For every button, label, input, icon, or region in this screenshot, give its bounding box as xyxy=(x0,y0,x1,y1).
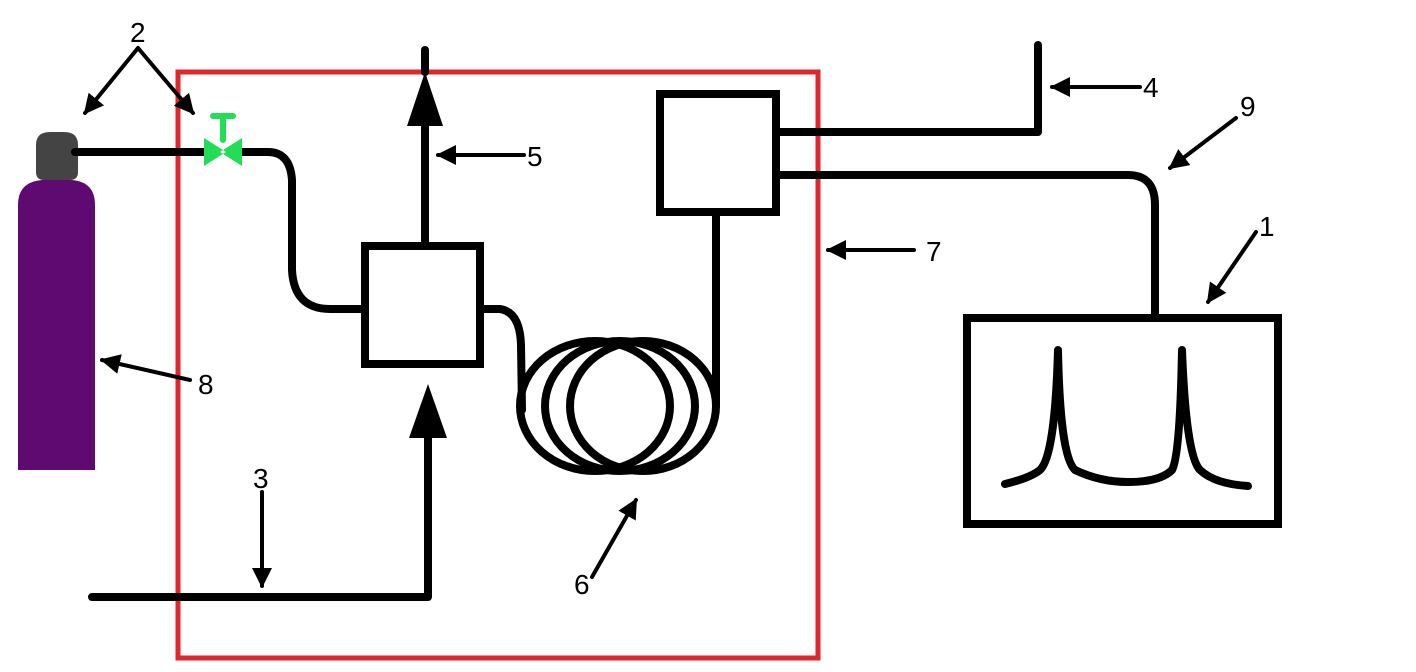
gas-cylinder-icon xyxy=(18,132,95,470)
label-7: 7 xyxy=(926,236,942,267)
inlet-arrowhead xyxy=(409,384,447,438)
label-5: 5 xyxy=(527,141,543,172)
cylinder-body xyxy=(18,180,95,470)
signal-line xyxy=(772,171,1159,322)
label-9: 9 xyxy=(1240,91,1256,122)
valve-body xyxy=(204,138,242,166)
pointer-1 xyxy=(1206,230,1258,304)
recorder-box xyxy=(963,314,1282,528)
label-6: 6 xyxy=(574,569,590,600)
inlet-line xyxy=(88,416,432,601)
exhaust-line xyxy=(772,41,1042,136)
junction-box xyxy=(361,242,484,368)
label-4: 4 xyxy=(1143,72,1159,103)
pointer-2a xyxy=(83,46,140,115)
label-3: 3 xyxy=(253,463,269,494)
vent-arrowhead xyxy=(407,72,443,126)
pointer-6 xyxy=(590,498,638,579)
enclosure-box xyxy=(175,69,821,661)
valve-icon xyxy=(204,113,242,166)
valve-to-box-line xyxy=(231,148,369,313)
coil-icon xyxy=(516,337,720,475)
label-8: 8 xyxy=(198,369,214,400)
label-2: 2 xyxy=(130,17,146,48)
label-1: 1 xyxy=(1259,211,1275,242)
cylinder-cap xyxy=(36,132,78,180)
detector-box xyxy=(656,90,780,216)
pointer-8 xyxy=(100,354,192,382)
chromatogram-peaks-icon xyxy=(1001,346,1252,490)
valve-stem xyxy=(210,113,236,143)
box-to-coil-line xyxy=(476,305,526,414)
pointer-2b xyxy=(136,46,195,115)
pointer-9 xyxy=(1168,116,1238,170)
